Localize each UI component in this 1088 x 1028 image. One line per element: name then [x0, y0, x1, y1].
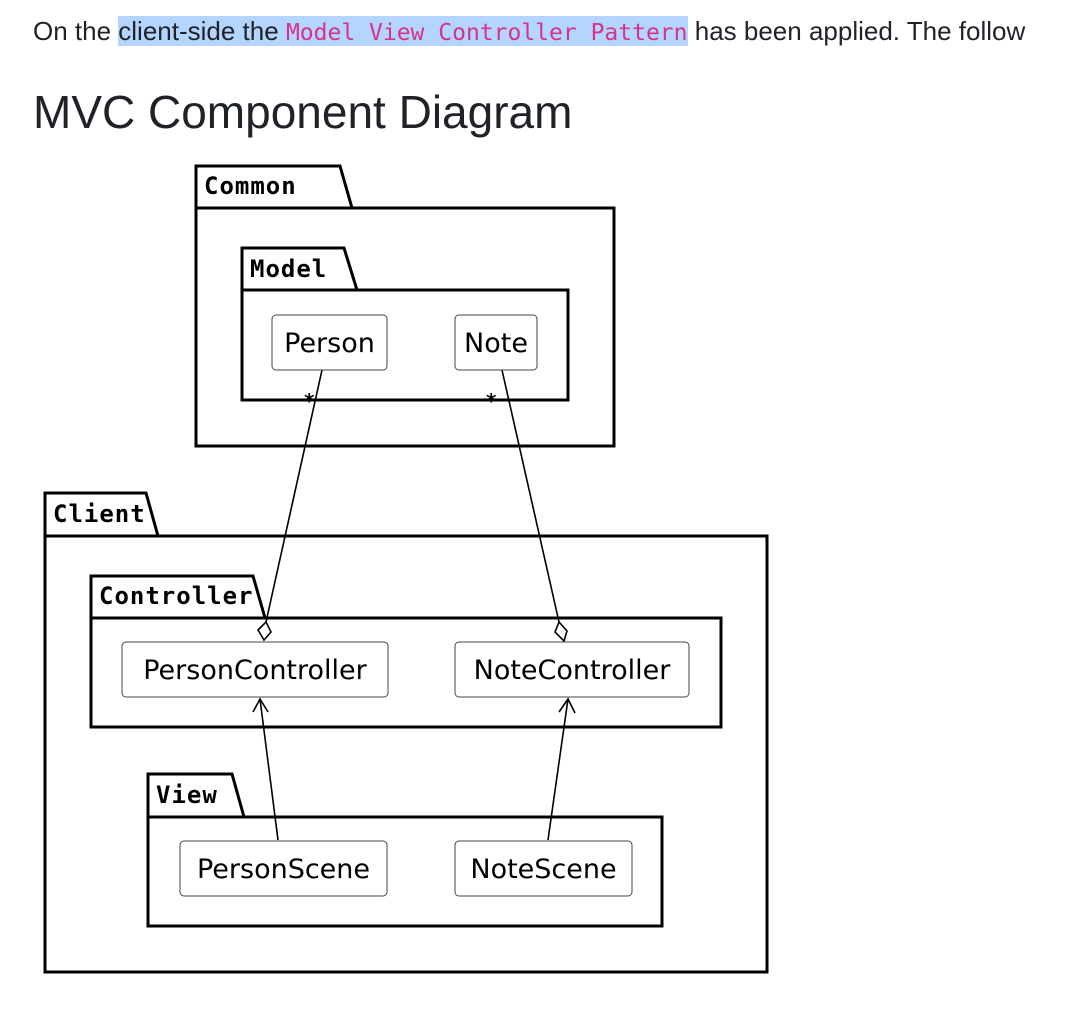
inline-code-mvc-pattern: Model View Controller Pattern: [285, 20, 688, 46]
class-note-controller: NoteController: [454, 641, 690, 698]
package-view-label: View: [156, 781, 218, 809]
selected-text-highlight: client-side the Model View Controller Pa…: [118, 16, 688, 46]
class-person-scene: PersonScene: [179, 840, 388, 897]
page-heading: MVC Component Diagram: [33, 86, 573, 138]
package-client-label: Client: [53, 500, 146, 528]
multiplicity-person: *: [304, 389, 315, 413]
class-note-label: Note: [464, 328, 528, 359]
class-person-controller: PersonController: [121, 641, 389, 698]
package-controller: Controller: [89, 574, 723, 729]
class-person: Person: [271, 314, 388, 371]
class-person-scene-label: PersonScene: [197, 854, 370, 885]
class-person-controller-label: PersonController: [143, 655, 367, 686]
class-note: Note: [454, 314, 538, 371]
package-model: Model: [240, 246, 570, 402]
relation-personscene-personcontroller: [252, 697, 279, 841]
class-note-scene: NoteScene: [454, 840, 633, 897]
class-note-controller-label: NoteController: [474, 655, 672, 686]
relation-notescene-notecontroller: [547, 697, 576, 841]
selected-text: client-side the: [118, 16, 286, 46]
intro-suffix: has been applied. The follow: [687, 16, 1026, 46]
class-note-scene-label: NoteScene: [470, 854, 616, 885]
package-common-label: Common: [204, 172, 297, 200]
package-common: Common: [194, 164, 616, 448]
relation-notecontroller-note: [501, 369, 568, 643]
intro-paragraph: On the client-side the Model View Contro…: [33, 14, 1088, 50]
package-controller-label: Controller: [99, 582, 254, 610]
class-person-label: Person: [284, 328, 375, 359]
package-client: Client: [43, 491, 769, 974]
multiplicity-note: *: [486, 389, 497, 413]
relation-personcontroller-person: [256, 369, 323, 642]
intro-prefix: On the: [33, 16, 119, 46]
package-view: View: [146, 772, 664, 928]
package-model-label: Model: [250, 255, 327, 283]
